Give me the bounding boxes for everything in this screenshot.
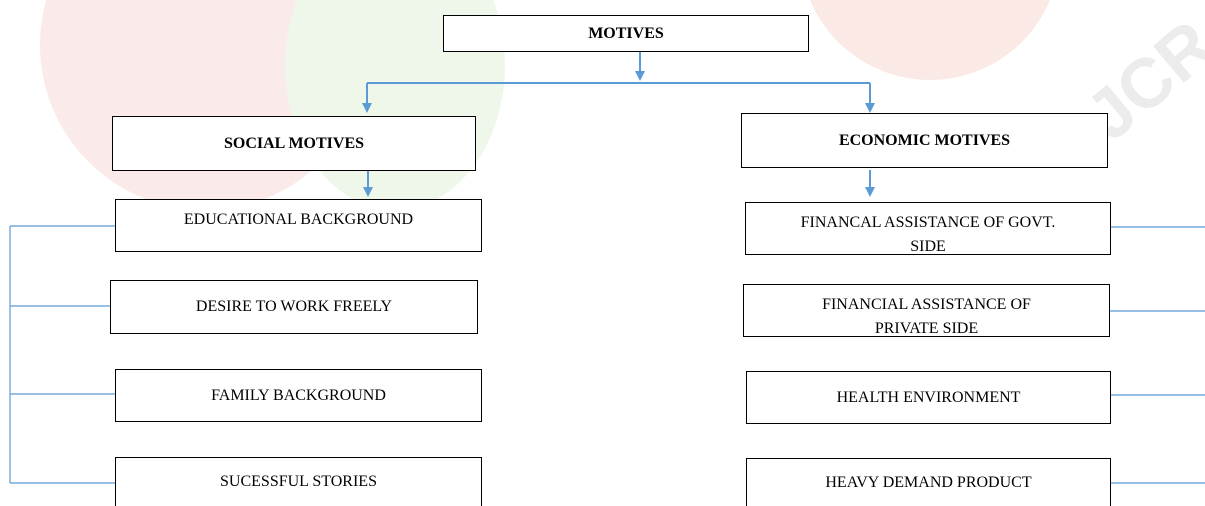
social-motives-label: SOCIAL MOTIVES bbox=[223, 134, 365, 152]
economic-motives-box: ECONOMIC MOTIVES bbox=[741, 113, 1108, 168]
social-item-sucessful-stories: SUCESSFUL STORIES bbox=[115, 457, 482, 506]
economic-item-heavy-demand-product: HEAVY DEMAND PRODUCT bbox=[746, 458, 1111, 506]
economic-item-financial-assistance-private: FINANCIAL ASSISTANCE OF PRIVATE SIDE bbox=[743, 284, 1110, 337]
social-item-educational-background: EDUCATIONAL BACKGROUND bbox=[115, 199, 482, 252]
motives-box: MOTIVES bbox=[443, 15, 809, 52]
social-item-family-background: FAMILY BACKGROUND bbox=[115, 369, 482, 422]
economic-item-health-environment: HEALTH ENVIRONMENT bbox=[746, 371, 1111, 424]
motives-label: MOTIVES bbox=[588, 24, 664, 42]
economic-item-financal-assistance-govt: FINANCAL ASSISTANCE OF GOVT. SIDE bbox=[745, 202, 1111, 255]
economic-motives-label: ECONOMIC MOTIVES bbox=[838, 131, 1011, 149]
social-motives-box: SOCIAL MOTIVES bbox=[112, 116, 476, 171]
social-item-desire-to-work-freely: DESIRE TO WORK FREELY bbox=[110, 280, 478, 334]
